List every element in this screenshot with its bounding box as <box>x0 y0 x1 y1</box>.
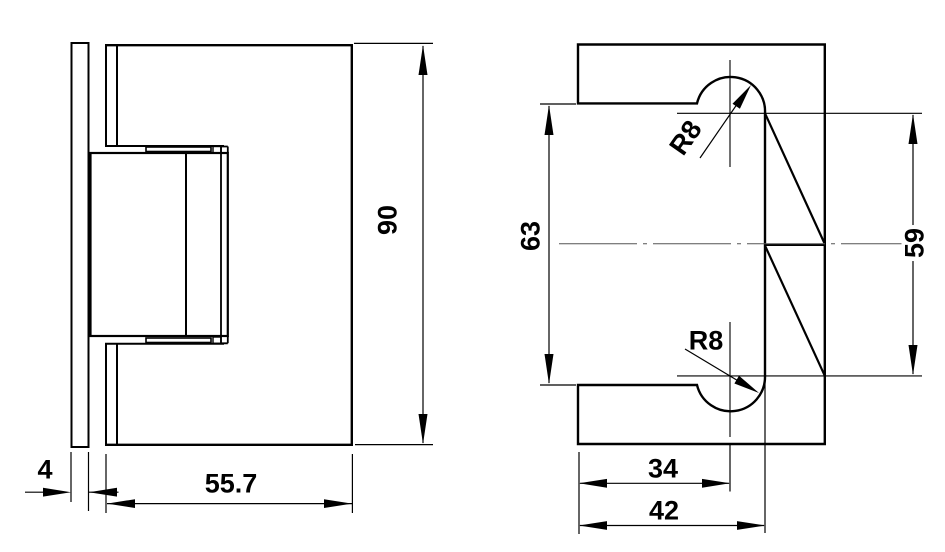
dim-90-arrow-up <box>418 45 428 75</box>
dim-42-arrow-left <box>579 521 607 530</box>
dim-label-plate-width: 42 <box>648 495 680 526</box>
lower-cover-plate <box>145 337 212 344</box>
front-view-dimensions <box>540 85 922 534</box>
dim-90-extension-lines <box>354 42 433 446</box>
fillet-top-arrow <box>732 85 751 109</box>
upper-chamfer-diagonal <box>763 112 826 245</box>
dim-4-arrow-right <box>89 487 117 497</box>
strip-step-bottom <box>212 336 222 345</box>
dim-63-extension-lines <box>540 103 576 386</box>
glass-plate <box>70 42 90 448</box>
dim-63-arrow-down <box>544 354 554 384</box>
dim-4-arrow-left <box>43 487 71 497</box>
dim-34-arrow-left <box>579 478 607 488</box>
dim-label-body-height: 90 <box>372 204 403 236</box>
right-strip <box>220 145 229 345</box>
dim-42-arrow-right <box>737 521 765 530</box>
dim-90-arrow-down <box>418 414 428 444</box>
dim-34-42-extension-lines <box>578 378 766 534</box>
dim-59-extension-lines <box>677 112 922 377</box>
dim-55-arrow-left <box>107 499 135 508</box>
dim-label-glass-thickness: 4 <box>37 454 53 485</box>
dim-label-body-depth: 55.7 <box>204 468 258 499</box>
side-view-dimensions <box>25 42 433 513</box>
side-view <box>70 42 353 448</box>
fillet-bottom-arrow <box>734 375 759 393</box>
dim-59-arrow-up <box>908 114 918 144</box>
strip-step-top <box>212 145 222 154</box>
upper-cover-plate <box>145 146 212 153</box>
dim-label-cutout-height: 63 <box>515 220 546 252</box>
dim-label-fillet-bottom: R8 <box>688 325 724 356</box>
dim-59-arrow-down <box>908 345 918 375</box>
dim-label-center-offset: 34 <box>647 453 679 484</box>
fillet-bottom-leader <box>684 348 741 383</box>
dim-34-arrow-right <box>702 478 730 488</box>
fillet-top-leader <box>699 96 743 159</box>
bottom-extension-lines <box>70 452 353 513</box>
body-outline <box>105 44 353 446</box>
lower-chamfer-diagonal <box>764 245 826 377</box>
dim-63-arrow-up <box>544 105 554 135</box>
dim-55-arrow-right <box>324 499 352 508</box>
clamp-block <box>89 151 229 338</box>
dim-label-edge-height: 59 <box>900 224 930 262</box>
